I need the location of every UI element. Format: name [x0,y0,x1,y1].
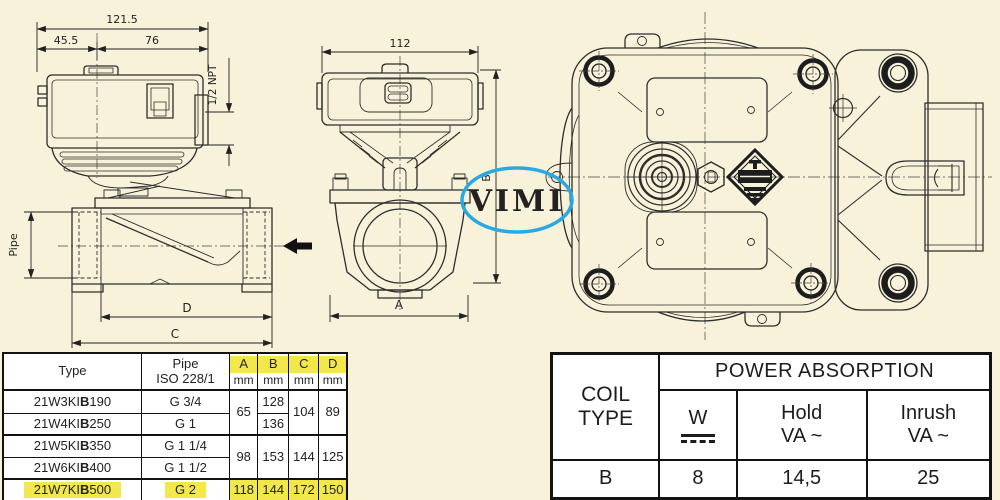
diamond-emblem [725,147,785,207]
header-type: Type [2,352,142,391]
value-a: 65 [229,389,259,436]
outlet-housing [829,49,984,311]
vimi-logo: VIMI [460,166,574,234]
value-d: 150 [318,478,348,500]
type-cell: 21W3KIB190 [2,389,142,414]
dim-c-label: C [171,327,179,341]
side-view-valve-outline [37,65,273,293]
pipe-cell: G 1 [140,412,231,436]
value-b: 153 [257,434,290,480]
side-view-dimensions [24,22,273,348]
dim-b-label: B [480,174,493,182]
side-view-drawing: 121.5 45.5 76 1/2 NPT Pipe D C [7,13,312,348]
coil-boss-circles [626,141,698,213]
pipe-cell: G 2 [140,478,231,500]
type-cell: 21W7KIB500 [2,478,142,500]
top-view-drawing [545,12,992,340]
pipe-cell: G 1 1/4 [140,434,231,458]
inrush-value: 25 [865,458,992,500]
dim-d-label: D [182,301,191,315]
pipe-label: Pipe [7,233,20,256]
table-row: 21W4KIB250 G 1 136 [2,412,347,436]
logo-ellipse [460,166,574,234]
side-view-hidden-lines [74,211,270,279]
power-table-row: B 8 14,5 25 [550,458,992,500]
value-d: 89 [318,389,348,436]
type-cell: 21W5KIB350 [2,434,142,458]
corner-bolts [579,51,833,304]
watts-value: 8 [658,458,738,500]
hex-nut [697,161,725,193]
dim-total-label: 121.5 [106,13,138,26]
value-b: 128 [257,389,290,414]
dim-width-label: 112 [390,37,411,50]
value-c: 104 [288,389,320,436]
table-row: 21W6KIB400 G 1 1/2 [2,456,347,480]
table-row: 21W5KIB350 G 1 1/4 98 153 144 125 [2,434,348,480]
value-a: 118 [229,478,259,500]
logo-text: VIMI [468,184,566,219]
hold-value: 14,5 [735,458,868,500]
value-b: 144 [257,478,290,500]
watts-header: W [658,388,738,461]
dim-right-label: 76 [145,34,159,47]
coil-type-value: B [550,458,661,500]
side-view-centerlines [58,33,302,247]
table-row-highlighted: 21W7KIB500 G 2 118 144 172 150 [2,478,348,500]
pipe-cell: G 1 1/2 [140,456,231,480]
value-d: 125 [318,434,348,480]
value-a: 98 [229,434,259,480]
conduit-npt-label: 1/2 NPT [207,64,219,105]
dc-symbol [660,433,736,443]
front-view-dimensions [321,46,501,322]
top-view-cover-outline [545,33,839,327]
power-absorption-header: POWER ABSORPTION [658,352,992,391]
dim-left-label: 45.5 [54,34,79,47]
value-c: 172 [288,478,320,500]
type-cell: 21W6KIB400 [2,456,142,480]
table-row: 21W3KIB190 G 3/4 65 128 104 89 [2,389,348,436]
flow-direction-arrow [283,238,312,254]
type-cell: 21W4KIB250 [2,412,142,436]
pipe-cell: G 3/4 [140,389,231,414]
dim-a-label: A [395,298,404,312]
value-c: 144 [288,434,320,480]
value-b: 136 [257,412,290,436]
